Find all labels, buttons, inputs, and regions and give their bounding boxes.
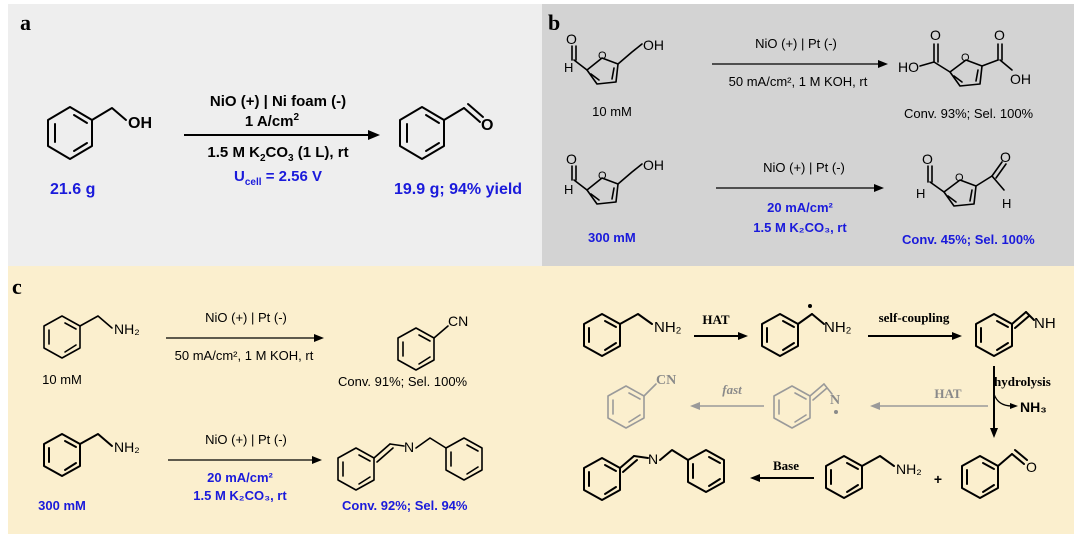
conditions-mid-row2: 20 mA/cm² [767, 200, 833, 215]
svg-text:O: O [598, 50, 607, 62]
mech-imine-dimer: N [583, 449, 725, 501]
mech-ammonia: NH₃ [1020, 399, 1047, 415]
panel-c-drawing: c NH₂ 10 mM NiO (+) | Pt (-) 50 mA/cm², … [12, 274, 1056, 513]
mech-aminoalkyl-radical: NH₂ [761, 304, 852, 357]
hydroxyl-label: OH [128, 115, 152, 132]
svg-text:NH₂: NH₂ [824, 319, 852, 336]
mech-benzylamine-2: NH₂ [825, 455, 922, 499]
benzylamine-row2: NH₂ [43, 433, 140, 477]
conditions-top-c-row2: NiO (+) | Pt (-) [205, 432, 287, 447]
svg-text:H: H [916, 186, 925, 201]
imine-dimer-row2: N [337, 437, 483, 491]
svg-text:O: O [922, 151, 933, 167]
mech-iminyl-radical: N [773, 383, 840, 429]
conditions-bottom-row2: 1.5 M K₂CO₃, rt [753, 220, 847, 235]
conditions-electrolyte: 1.5 M K2CO3 (1 L), rt [207, 144, 348, 164]
result-c-row2: Conv. 92%; Sel. 94% [342, 498, 468, 513]
panel-a: a OH 21.6 g NiO (+) | Ni foam (-) 1 A/cm… [8, 4, 542, 266]
mech-self-coupling-label: self-coupling [879, 310, 950, 325]
cell-voltage: Ucell = 2.56 V [234, 168, 322, 188]
result-c-row1: Conv. 91%; Sel. 100% [338, 374, 468, 389]
benzylamine-row1: NH₂ [43, 315, 140, 359]
svg-text:NH₂: NH₂ [114, 439, 140, 455]
result-row2: Conv. 45%; Sel. 100% [902, 232, 1035, 247]
panel-b-letter: b [548, 10, 560, 35]
svg-text:N: N [648, 451, 658, 467]
svg-text:O: O [1000, 149, 1011, 165]
svg-text:N: N [830, 393, 840, 408]
svg-text:NH₂: NH₂ [896, 461, 922, 477]
svg-text:O: O [930, 27, 941, 43]
svg-text:O: O [598, 170, 607, 182]
svg-text:NH: NH [1034, 315, 1056, 332]
hmf-structure-row2: O H O OH [564, 151, 664, 205]
conditions-top-c-row1: NiO (+) | Pt (-) [205, 310, 287, 325]
panel-a-drawing: a OH 21.6 g NiO (+) | Ni foam (-) 1 A/cm… [20, 10, 522, 198]
mech-imine: NH [975, 311, 1056, 357]
arrow-head [368, 130, 380, 140]
svg-text:O: O [961, 52, 970, 64]
mech-hat-grey-label: HAT [934, 386, 962, 401]
concentration-row2: 300 mM [588, 230, 636, 245]
svg-text:O: O [1026, 459, 1037, 475]
svg-text:O: O [566, 31, 577, 47]
carbonyl-label: O [481, 117, 493, 134]
substrate-amount: 21.6 g [50, 181, 95, 198]
svg-text:NH₂: NH₂ [114, 321, 140, 337]
mech-hydrolysis-label: hydrolysis [994, 374, 1051, 389]
svg-text:OH: OH [643, 157, 664, 173]
svg-text:CN: CN [656, 373, 676, 388]
dff-structure: O H O O H [916, 149, 1011, 211]
benzaldehyde-structure: O [399, 103, 493, 160]
panel-c: c NH₂ 10 mM NiO (+) | Pt (-) 50 mA/cm², … [8, 266, 1074, 534]
conditions-top-row2: NiO (+) | Pt (-) [763, 160, 845, 175]
mech-plus: + [934, 471, 942, 487]
conditions-bottom-row1: 50 mA/cm², 1 M KOH, rt [729, 74, 868, 89]
concentration-c-row2: 300 mM [38, 498, 86, 513]
svg-text:O: O [994, 27, 1005, 43]
svg-text:H: H [1002, 196, 1011, 211]
svg-text:NH₂: NH₂ [654, 319, 682, 336]
benzyl-alcohol-structure: OH [47, 106, 152, 160]
panel-c-letter: c [12, 274, 22, 299]
hmf-structure-row1: O H O OH [564, 31, 664, 85]
concentration-c-row1: 10 mM [42, 372, 82, 387]
svg-text:OH: OH [1010, 71, 1031, 87]
svg-text:N: N [404, 439, 414, 455]
mech-benzonitrile: CN [607, 373, 676, 429]
result-row1: Conv. 93%; Sel. 100% [904, 106, 1034, 121]
svg-text:H: H [564, 60, 573, 75]
benzonitrile-row1: CN [397, 313, 468, 371]
svg-text:O: O [566, 151, 577, 167]
svg-text:HO: HO [898, 59, 919, 75]
conditions-current: 1 A/cm2 [245, 112, 300, 130]
concentration-row1: 10 mM [592, 104, 632, 119]
svg-text:O: O [955, 172, 964, 184]
conditions-electrodes: NiO (+) | Ni foam (-) [210, 93, 346, 110]
product-yield: 19.9 g; 94% yield [394, 181, 522, 198]
panel-b-drawing: b O H O OH 10 mM NiO (+) | Pt (-) 50 mA/… [548, 10, 1035, 247]
svg-text:H: H [564, 182, 573, 197]
mech-fast-label: fast [722, 382, 742, 397]
svg-text:OH: OH [643, 37, 664, 53]
conditions-bottom-c-row2: 1.5 M K₂CO₃, rt [193, 488, 287, 503]
mech-benzaldehyde: O [961, 449, 1037, 499]
conditions-bottom-c-row1: 50 mA/cm², 1 M KOH, rt [175, 348, 314, 363]
mech-base-label: Base [773, 458, 799, 473]
svg-text:CN: CN [448, 313, 468, 329]
mech-hat-label: HAT [702, 312, 730, 327]
conditions-mid-c-row2: 20 mA/cm² [207, 470, 273, 485]
panel-a-letter: a [20, 10, 31, 35]
mech-benzylamine: NH₂ [583, 313, 682, 357]
panel-b: b O H O OH 10 mM NiO (+) | Pt (-) 50 mA/… [542, 4, 1074, 266]
conditions-top-row1: NiO (+) | Pt (-) [755, 36, 837, 51]
fdca-structure: HO O O O OH [898, 27, 1031, 87]
